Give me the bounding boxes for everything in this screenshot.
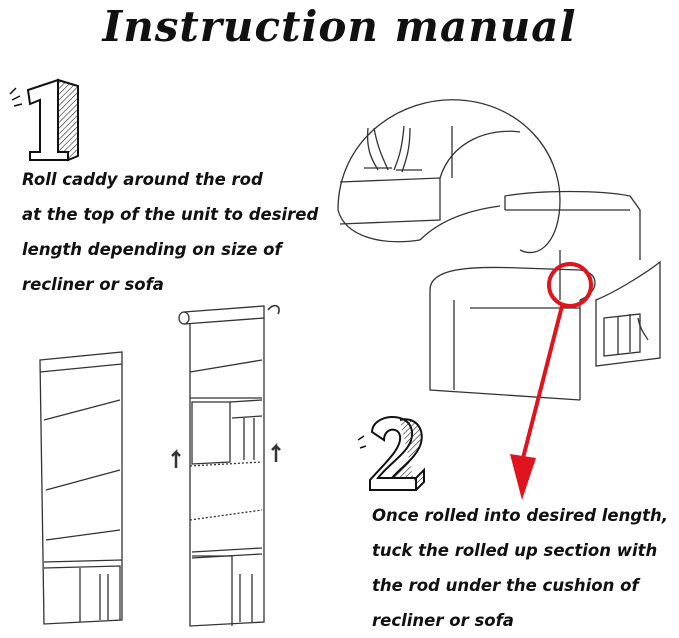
step-two-line: the rod under the cushion of — [372, 576, 639, 595]
step-one-line: Roll caddy around the rod — [22, 170, 263, 189]
caddy-rolling-drawing — [171, 304, 281, 627]
step-two-instructions: Once rolled into desired length, tuck th… — [372, 498, 668, 638]
step-number-one-graphic — [9, 78, 79, 162]
highlight-arrow — [510, 262, 593, 500]
recliner-chair-drawing — [419, 190, 661, 401]
step-one-line: length depending on size of — [22, 240, 282, 259]
step-one-instructions: Roll caddy around the rod at the top of … — [22, 162, 318, 302]
step-number-two-graphic — [357, 416, 425, 491]
step-two-line: tuck the rolled up section with — [372, 541, 658, 560]
step-one-line: at the top of the unit to desired — [22, 205, 319, 224]
step-two-line: Once rolled into desired length, — [372, 506, 669, 525]
step-one-line: recliner or sofa — [22, 275, 164, 294]
hands-tucking-inset — [337, 99, 561, 254]
caddy-unrolled-drawing — [39, 351, 123, 625]
step-two-line: recliner or sofa — [372, 611, 514, 630]
page-title: Instruction manual — [102, 2, 577, 51]
